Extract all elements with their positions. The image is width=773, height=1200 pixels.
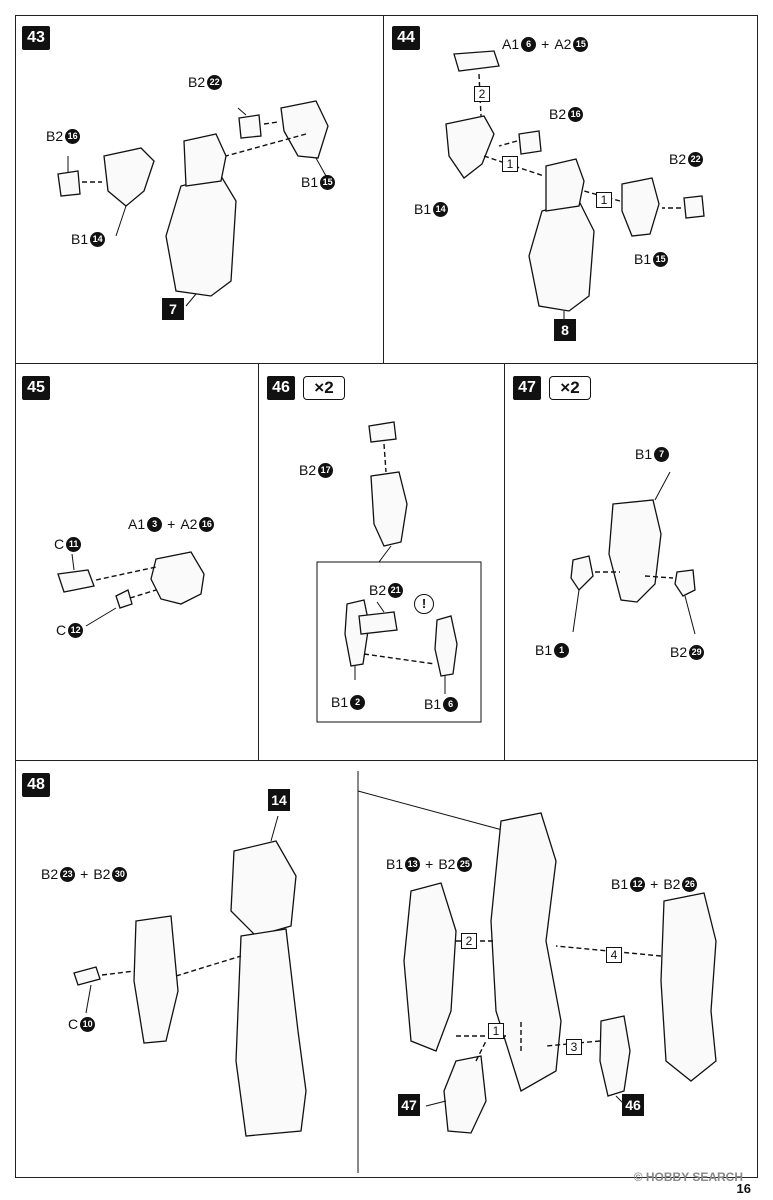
step-number: 47 bbox=[513, 376, 541, 400]
piece-a-top bbox=[453, 50, 500, 72]
step-48-diagram bbox=[73, 771, 717, 1173]
piece-b1-15 bbox=[621, 177, 660, 237]
piece-b2-29 bbox=[674, 569, 696, 597]
step-47-diagram bbox=[570, 471, 696, 635]
piece-b1-12-b2-26 bbox=[660, 892, 717, 1082]
assembly-47: 47 bbox=[398, 1094, 420, 1116]
assembly-14: 14 bbox=[268, 789, 290, 811]
piece-b2-16 bbox=[57, 170, 81, 197]
order-3: 3 bbox=[566, 1039, 582, 1055]
assembly-46-piece bbox=[599, 1015, 631, 1097]
step-45-diagram bbox=[57, 551, 205, 627]
order-2: 2 bbox=[461, 933, 477, 949]
piece-b2-21 bbox=[358, 611, 398, 635]
piece-b1-15 bbox=[280, 100, 329, 159]
piece-b1-7 bbox=[608, 499, 662, 603]
piece-b1-14 bbox=[445, 115, 495, 179]
piece-b1-6 bbox=[434, 615, 458, 677]
assembly-47-piece bbox=[443, 1055, 487, 1134]
caution-icon: ! bbox=[414, 594, 434, 614]
torso-top bbox=[545, 158, 585, 212]
step-43-diagram bbox=[57, 100, 329, 307]
step-46-diagram bbox=[316, 421, 482, 723]
step-number: 44 bbox=[392, 26, 420, 50]
piece-c-11 bbox=[57, 569, 95, 593]
order-2: 2 bbox=[474, 86, 490, 102]
order-4: 4 bbox=[606, 947, 622, 963]
piece-b2-16 bbox=[518, 130, 542, 155]
piece-b1-14 bbox=[103, 147, 155, 207]
assembly-8: 8 bbox=[554, 319, 576, 341]
quantity-badge: ×2 bbox=[303, 376, 345, 400]
step-number: 46 bbox=[267, 376, 295, 400]
step-number: 48 bbox=[22, 773, 50, 797]
leg-main bbox=[490, 812, 562, 1092]
torso-top bbox=[183, 133, 227, 187]
order-1: 1 bbox=[488, 1023, 504, 1039]
torso-block bbox=[165, 175, 237, 297]
piece-b2-23-b2-30 bbox=[133, 915, 179, 1044]
piece-b2-17 bbox=[368, 421, 397, 443]
piece-b1-13-b2-25 bbox=[403, 882, 457, 1052]
watermark: © HOBBY SEARCH bbox=[633, 1170, 743, 1184]
arm-assembly bbox=[370, 471, 408, 547]
step-number: 45 bbox=[22, 376, 50, 400]
order-1: 1 bbox=[502, 156, 518, 172]
piece-b2-22 bbox=[238, 114, 262, 139]
step-44-diagram bbox=[445, 50, 705, 321]
assembly-7: 7 bbox=[162, 298, 184, 320]
piece-c-12 bbox=[115, 589, 133, 609]
step-number: 43 bbox=[22, 26, 50, 50]
quantity-badge: ×2 bbox=[549, 376, 591, 400]
head-assembly bbox=[150, 551, 205, 605]
piece-b1-1 bbox=[570, 555, 594, 592]
piece-b2-22 bbox=[683, 195, 705, 219]
order-1: 1 bbox=[596, 192, 612, 208]
leg-lower bbox=[235, 928, 307, 1137]
assembly-46: 46 bbox=[622, 1094, 644, 1116]
piece-c-10 bbox=[73, 966, 101, 986]
torso-block bbox=[528, 200, 595, 312]
page-number: 16 bbox=[736, 1181, 751, 1196]
leg-upper bbox=[230, 840, 297, 937]
